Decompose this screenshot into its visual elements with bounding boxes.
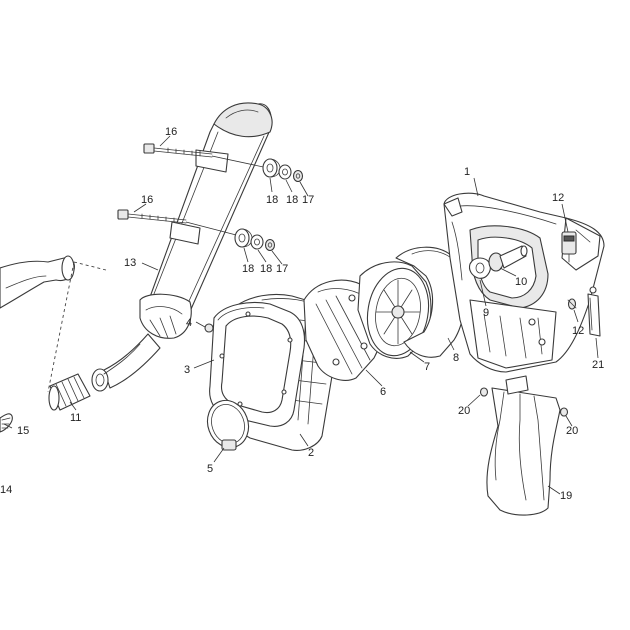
link-pipe <box>91 333 161 392</box>
callout-16-upper: 16 <box>165 126 177 138</box>
callout-18-lower-b: 18 <box>260 263 272 275</box>
screw-part-12-side <box>567 298 577 310</box>
callout-19: 19 <box>560 490 572 502</box>
callout-12-side: 12 <box>572 325 584 337</box>
screw-part-20-left <box>479 387 489 397</box>
callout-18-lower-a: 18 <box>242 263 254 275</box>
grommet-part-18-lower-a <box>234 228 253 248</box>
muffler-part-13 <box>139 102 273 339</box>
screw-part-4 <box>204 323 214 333</box>
callout-8: 8 <box>453 352 459 364</box>
callout-1: 1 <box>464 166 470 178</box>
clamp-part-9 <box>468 257 501 279</box>
callout-2: 2 <box>308 447 314 459</box>
callout-17-upper: 17 <box>302 194 314 206</box>
hose-clamp-part-5 <box>206 399 250 451</box>
washer-part-18-lower-b <box>250 234 264 250</box>
callout-13: 13 <box>124 257 136 269</box>
sensor-part-12-top <box>561 231 577 263</box>
rubber-connector-part-11 <box>48 373 91 411</box>
callout-16-lower: 16 <box>141 194 153 206</box>
filter-element-part-7 <box>357 261 432 359</box>
callout-4: 4 <box>186 317 192 329</box>
nut-part-17-upper <box>292 169 304 183</box>
callout-12-top: 12 <box>552 192 564 204</box>
callout-11: 11 <box>70 412 81 424</box>
dashed-assembly-guide <box>47 261 107 393</box>
callout-7: 7 <box>424 361 430 373</box>
bolt-part-16-upper <box>143 143 213 158</box>
frame-tube-partial <box>0 255 75 309</box>
callout-20-left: 20 <box>458 405 470 417</box>
intake-duct-part-19 <box>486 375 561 516</box>
callout-18-upper-b: 18 <box>286 194 298 206</box>
spring-clip-part-15 <box>0 413 13 433</box>
callout-18-upper-a: 18 <box>266 194 278 206</box>
rod-upper <box>211 155 269 169</box>
screw-part-20-right <box>559 407 569 417</box>
nut-part-17-lower <box>264 238 276 252</box>
bolt-part-16-lower <box>117 209 187 224</box>
callout-5: 5 <box>207 463 213 475</box>
fitting-part-10 <box>488 245 528 272</box>
filter-frame-part-3 <box>209 301 306 427</box>
grommet-part-18-upper-a <box>262 158 281 178</box>
washer-part-18-upper-b <box>278 164 292 180</box>
strap-part-21 <box>587 286 601 337</box>
callout-17-lower: 17 <box>276 263 288 275</box>
callout-15: 15 <box>17 425 29 437</box>
callout-14: 14 <box>0 484 12 496</box>
callout-3: 3 <box>184 364 190 376</box>
callout-10: 10 <box>515 276 527 288</box>
leader-lines <box>3 135 599 495</box>
callout-6: 6 <box>380 386 386 398</box>
rod-lower <box>185 221 241 237</box>
callout-labels: 1 2 3 4 5 6 7 8 9 10 11 12 12 13 14 15 1… <box>0 126 604 502</box>
callout-9: 9 <box>483 307 489 319</box>
callout-20-right: 20 <box>566 425 578 437</box>
callout-21: 21 <box>592 359 604 371</box>
